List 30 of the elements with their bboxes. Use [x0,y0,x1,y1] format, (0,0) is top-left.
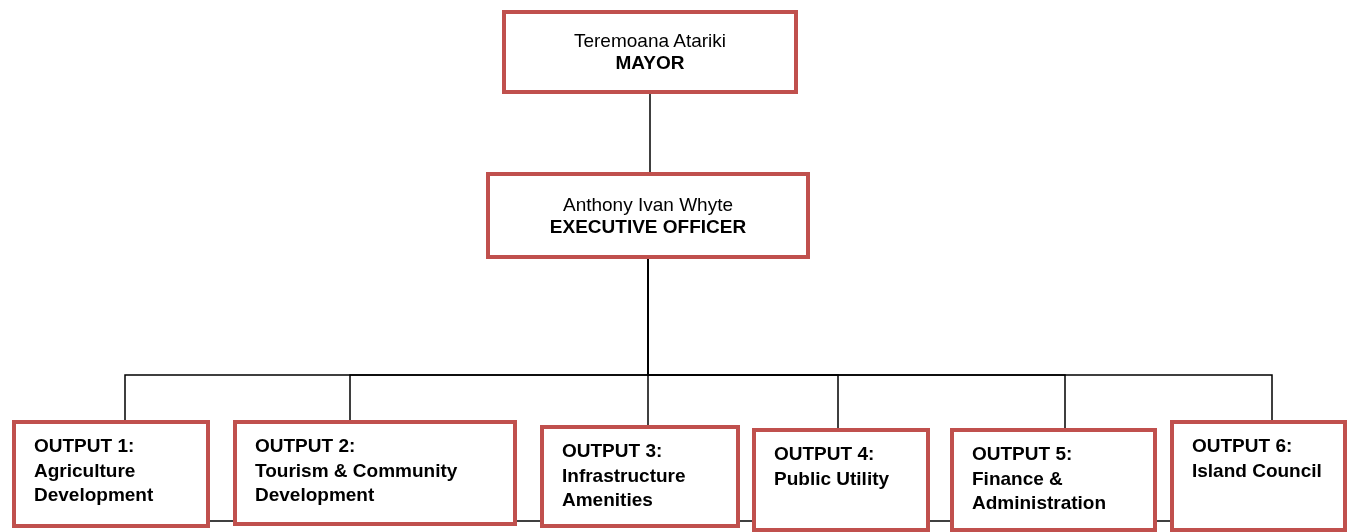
output-heading: OUTPUT 3: [562,439,664,463]
output-box [540,425,740,528]
output-box [752,428,930,532]
output-heading: OUTPUT 1: [34,434,136,458]
person-name: Teremoana Atariki [572,30,728,52]
connector-line [516,520,541,522]
output-name: Tourism & Community Development [255,458,459,508]
output-box [950,428,1157,532]
connector-line [649,93,651,173]
connector-line [929,520,951,522]
output-name: Agriculture Development [34,458,155,508]
output-box [233,420,517,526]
position-title: MAYOR [614,52,686,74]
output-box [1170,420,1347,532]
output-name: Infrastructure Amenities [562,463,687,513]
output-heading: OUTPUT 6: [1192,434,1294,458]
output-box [12,420,210,528]
person-name: Anthony Ivan Whyte [561,193,734,216]
connector-line [1156,520,1171,522]
output-heading: OUTPUT 5: [972,442,1074,466]
position-title: EXECUTIVE OFFICER [548,215,748,238]
position-box [486,172,810,259]
output-name: Island Council [1192,458,1323,483]
output-heading: OUTPUT 4: [774,442,876,466]
output-name: Finance & Administration [972,466,1108,516]
output-heading: OUTPUT 2: [255,434,357,458]
output-name: Public Utility [774,466,891,491]
connector-line [739,520,753,522]
connector-line [209,520,234,522]
position-box [502,10,798,94]
